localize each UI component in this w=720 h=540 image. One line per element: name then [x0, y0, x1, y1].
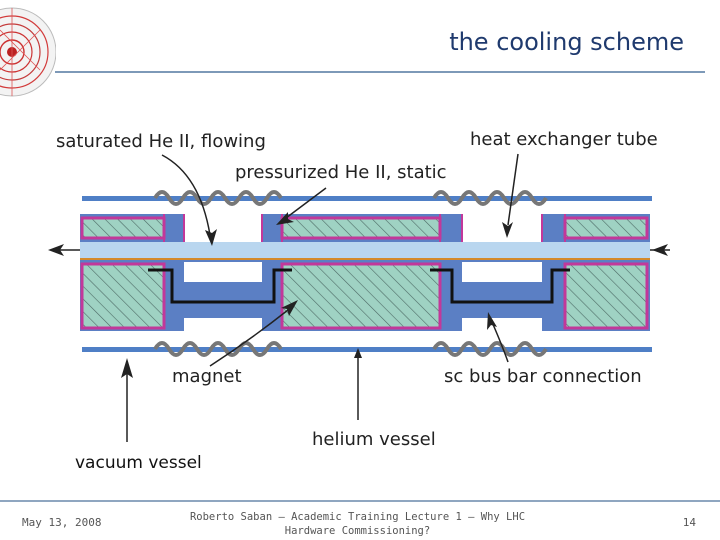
- pointer-heat-exchanger: [502, 153, 519, 238]
- pointer-saturated: [161, 154, 217, 246]
- label-bus-bar: sc bus bar connection: [444, 366, 642, 387]
- magnet-lower-1: [80, 262, 166, 330]
- label-magnet: magnet: [172, 366, 242, 387]
- heat-exchanger-tube: [80, 242, 650, 258]
- magnet-upper-2: [280, 216, 442, 240]
- page-number: 14: [682, 516, 696, 529]
- pointer-vacuum-vessel: [121, 358, 133, 442]
- vacuum-vessel-bottom-line: [82, 347, 652, 352]
- label-pressurized: pressurized He II, static: [235, 162, 447, 183]
- magnet-lower-2: [280, 262, 442, 330]
- gap-upper-2: [462, 214, 542, 242]
- label-heat-exchanger: heat exchanger tube: [470, 129, 658, 150]
- pointer-bus-bar: [487, 312, 509, 363]
- pointer-helium-vessel: [354, 348, 362, 420]
- cern-logo: [0, 7, 56, 97]
- bellows-bottom-2: [432, 341, 548, 357]
- label-saturated: saturated He II, flowing: [56, 131, 266, 152]
- magnet-upper-1: [80, 216, 166, 240]
- footer-date: May 13, 2008: [22, 516, 102, 529]
- label-vacuum-vessel: vacuum vessel: [75, 453, 202, 473]
- bellows-top-1: [153, 190, 283, 206]
- flow-arrow-left: [48, 244, 64, 256]
- bellows-bottom-1: [153, 341, 283, 357]
- flow-arrow-right: [652, 244, 668, 256]
- title-divider: [55, 71, 705, 73]
- bus-bar-1: [148, 268, 292, 304]
- magnet-lower-3: [563, 262, 649, 330]
- gap-upper-1: [184, 214, 262, 242]
- gap-lower-3: [184, 318, 262, 332]
- bus-bar-2: [430, 268, 570, 304]
- label-helium-vessel: helium vessel: [312, 429, 436, 450]
- pointer-pressurized: [276, 187, 327, 225]
- footer-divider: [0, 500, 720, 502]
- gap-lower-2: [462, 262, 542, 282]
- gap-lower-4: [462, 318, 542, 332]
- vacuum-vessel-top-line: [82, 196, 652, 201]
- bellows-top-2: [432, 190, 548, 206]
- footer-presenter: Roberto Saban – Academic Training Lectur…: [189, 511, 526, 537]
- slide-title: the cooling scheme: [449, 28, 684, 56]
- gap-lower-1: [184, 262, 262, 282]
- cooling-scheme-diagram: saturated He II, flowing pressurized He …: [48, 129, 670, 473]
- pointer-magnet: [209, 300, 298, 367]
- magnet-upper-3: [563, 216, 649, 240]
